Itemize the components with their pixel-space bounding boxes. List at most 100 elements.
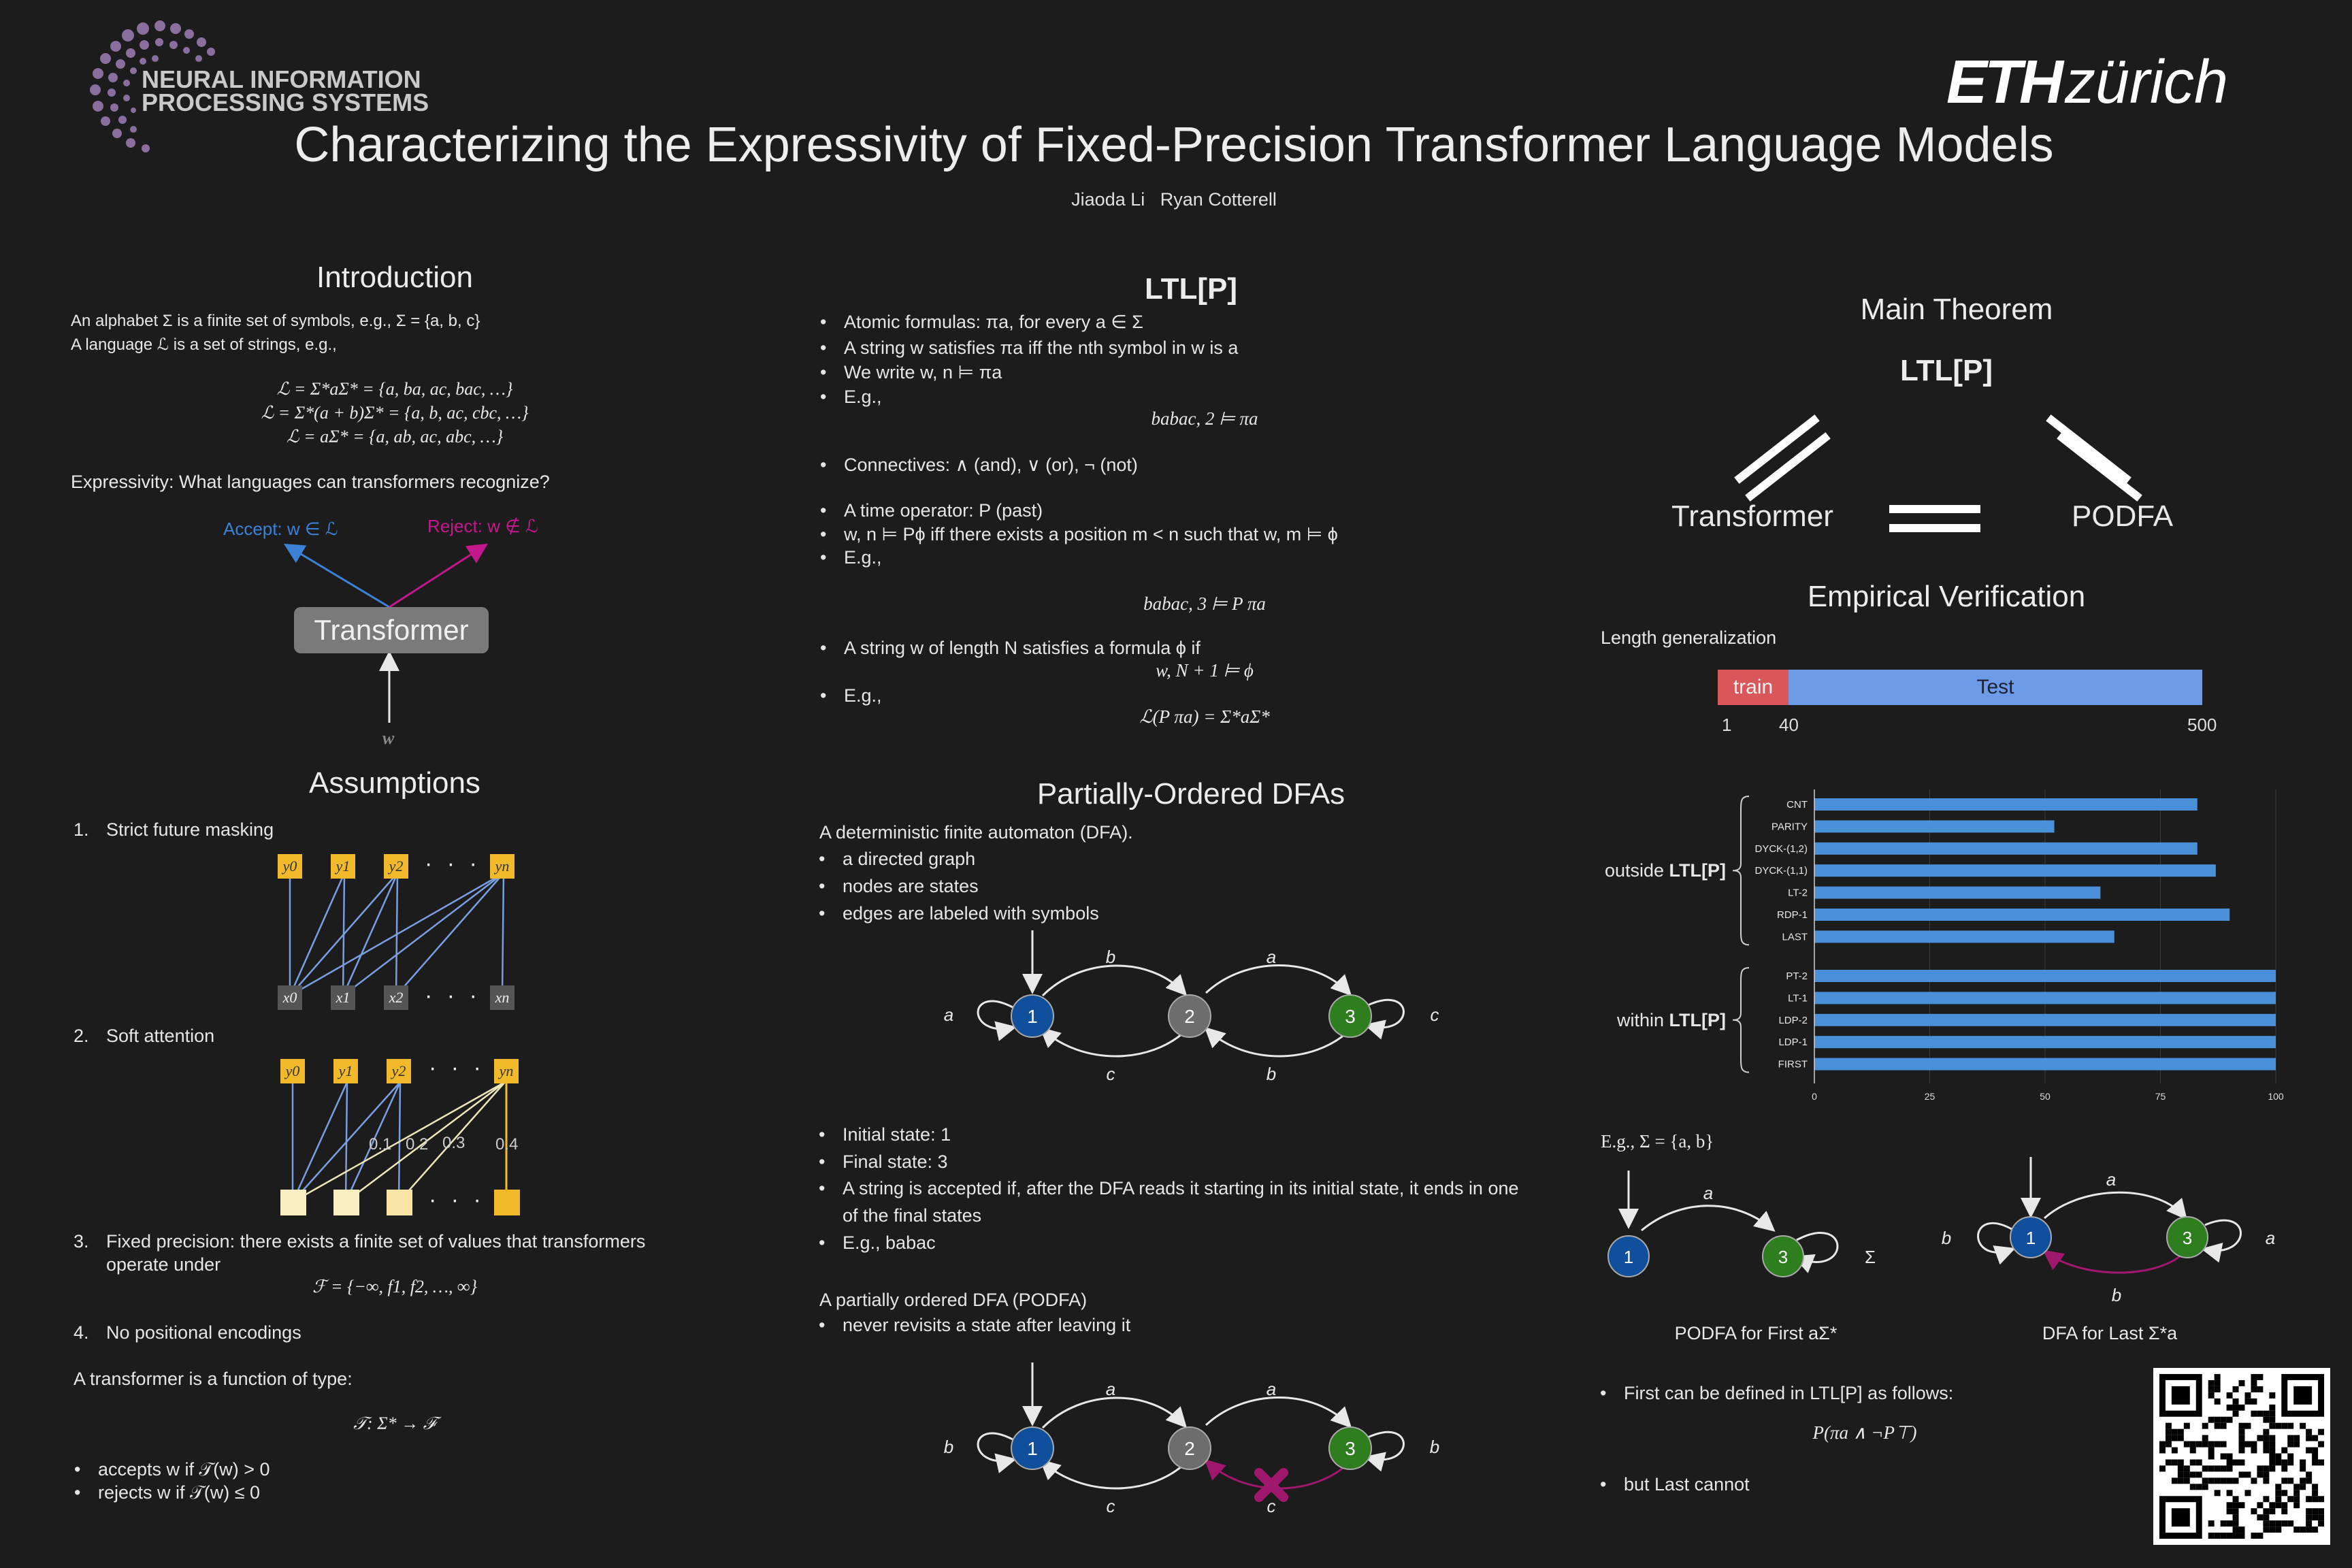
assumption-1: Strict future masking (106, 819, 274, 840)
qr-module (2208, 1533, 2215, 1539)
last-dfa-diagram: 1 3 a b b a (1942, 1157, 2275, 1305)
transformer-box: Transformer (294, 607, 489, 653)
qr-module (2269, 1422, 2276, 1429)
attn-xn (494, 1190, 520, 1215)
assumption-num-3: 3. (74, 1231, 89, 1252)
F-equation: ℱ = {−∞, f1, f2, …, ∞} (312, 1277, 477, 1296)
qr-module (2232, 1404, 2239, 1411)
reject-label: Reject: w ∉ ℒ (427, 516, 538, 536)
bar (1814, 992, 2276, 1004)
page-title: Characterizing the Expressivity of Fixed… (294, 118, 2054, 172)
intro-line1: An alphabet Σ is a finite set of symbols… (71, 312, 480, 330)
qr-module (2226, 1404, 2233, 1411)
qr-module (2269, 1453, 2276, 1460)
qr-module (2244, 1441, 2251, 1448)
podfa-label-a-top2: a (1267, 1379, 1276, 1399)
qr-module (2183, 1471, 2190, 1478)
mask-x2: x2 (384, 985, 408, 1010)
podfa-def: A partially ordered DFA (PODFA) (819, 1290, 1088, 1310)
qr-module (2293, 1496, 2300, 1503)
podfa-accepted: A string is accepted if, after the DFA r… (819, 1178, 1518, 1199)
category-label: LT-2 (1788, 887, 1808, 899)
assumption-num-2: 2. (74, 1026, 89, 1046)
podfa-diagram: 1 2 3 b a a b c c (944, 1362, 1439, 1516)
last-state-1-label: 1 (2026, 1228, 2036, 1248)
podfa-accepted-cont: of the final states (843, 1205, 982, 1226)
attn-x-ellipsis: · · · (429, 1187, 485, 1213)
qr-module (2220, 1441, 2227, 1448)
qr-module (2171, 1435, 2178, 1441)
intro-line2: A language ℒ is a set of strings, e.g., (71, 336, 337, 354)
attn-yn: yn (494, 1059, 519, 1083)
podfa-state-2 (1168, 1426, 1211, 1470)
eth-logo-bold: ETH (1946, 48, 2063, 116)
group-brace (1732, 967, 1750, 1073)
qr-module (2226, 1459, 2233, 1466)
qr-module (2312, 1484, 2319, 1490)
ltl-ex2: babac, 3 ⊨ P πa (1143, 593, 1266, 614)
qr-module (2251, 1533, 2257, 1539)
mask-x-ellipsis: · · · (425, 983, 481, 1009)
qr-module (2251, 1441, 2257, 1448)
T-equation: 𝒯: Σ* → ℱ (353, 1414, 436, 1433)
qr-module (2275, 1484, 2282, 1490)
qr-module (2232, 1496, 2239, 1503)
eth-logo-light: zürich (2065, 48, 2229, 116)
equiv-right (2042, 414, 2144, 502)
accepts-bullet: accepts w if 𝒯(w) > 0 (74, 1459, 270, 1481)
qr-module (2257, 1386, 2264, 1392)
qr-module (2238, 1435, 2245, 1441)
qr-module (2287, 1520, 2294, 1527)
ltl-ex4: ℒ(P πa) = Σ*aΣ* (1139, 706, 1270, 727)
qr-module (2318, 1496, 2325, 1503)
category-label: LDP-1 (1778, 1036, 1808, 1048)
qr-module (2165, 1428, 2172, 1435)
qr-module (2232, 1502, 2239, 1509)
qr-module (2208, 1416, 2215, 1423)
last-edge-b-loop: b (1942, 1228, 1951, 1248)
x-tick-label: 25 (1925, 1091, 1936, 1102)
category-label: DYCK-(1,2) (1754, 843, 1808, 855)
qr-module (2312, 1490, 2319, 1497)
qr-module (2251, 1373, 2257, 1380)
group-label: within LTL[P] (1616, 1010, 1726, 1030)
qr-module (2165, 1441, 2172, 1448)
bar (1814, 970, 2276, 982)
qr-module (2232, 1386, 2239, 1392)
podfa-label-c-bottom: c (1107, 1496, 1115, 1516)
qr-module (2232, 1508, 2239, 1515)
assumption-num-4: 4. (74, 1322, 89, 1343)
qr-module (2263, 1520, 2270, 1527)
qr-module (2251, 1447, 2257, 1454)
qr-module (2195, 1441, 2202, 1448)
attn-y2: y2 (387, 1059, 411, 1083)
qr-finder-core (2171, 1508, 2190, 1527)
qr-module (2244, 1471, 2251, 1478)
qr-module (2269, 1410, 2276, 1417)
qr-module (2232, 1514, 2239, 1521)
qr-module (2159, 1465, 2166, 1472)
assumption-4: No positional encodings (106, 1322, 301, 1343)
qr-module (2269, 1435, 2276, 1441)
qr-module (2220, 1533, 2227, 1539)
podfa-state-3-label: 3 (1345, 1438, 1356, 1459)
last-edge-a-top: a (2106, 1169, 2116, 1190)
qr-module (2281, 1447, 2288, 1454)
caption-last: DFA for Last Σ*a (2042, 1323, 2178, 1343)
qr-module (2300, 1422, 2306, 1429)
bar (1814, 886, 2101, 899)
qr-module (2208, 1465, 2215, 1472)
qr-module (2306, 1447, 2313, 1454)
qr-module (2165, 1435, 2172, 1441)
qr-module (2165, 1422, 2172, 1429)
qr-module (2306, 1428, 2313, 1435)
qr-module (2251, 1386, 2257, 1392)
qr-code[interactable] (2153, 1368, 2330, 1545)
intro-eq3: ℒ = aΣ* = {a, ab, ac, abc, …} (286, 427, 504, 446)
qr-module (2275, 1490, 2282, 1497)
podfa-state-3 (1328, 1426, 1372, 1470)
neurips-logo: NEURAL INFORMATION PROCESSING SYSTEMS (68, 14, 429, 163)
attention-diagram (291, 1081, 508, 1203)
example-sigma: E.g., Σ = {a, b} (1601, 1131, 1714, 1152)
qr-module (2306, 1508, 2313, 1515)
